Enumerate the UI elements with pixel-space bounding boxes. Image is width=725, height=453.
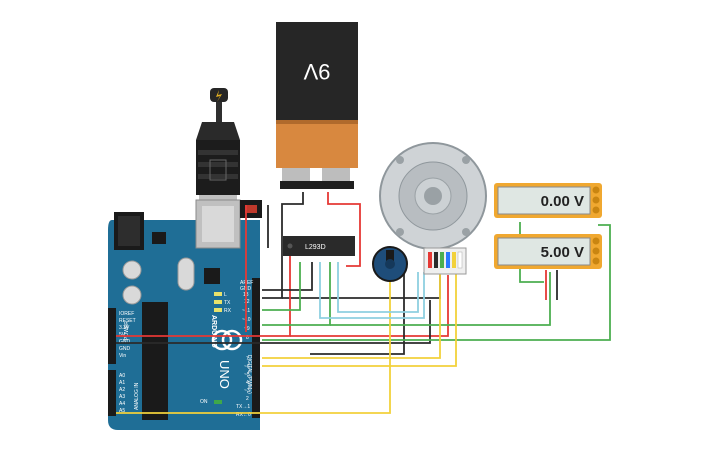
pin-label: 8 [246,335,249,341]
multimeter-2[interactable] [494,234,602,269]
wire-green [262,262,301,311]
meter-2-reading: 5.00 V [541,244,584,261]
voltage-regulator [152,232,166,244]
pin-label: A2 [119,387,125,393]
pin-label: 5V [119,332,126,338]
arduino-logo [211,329,233,351]
pin-label: 7 [246,356,249,362]
wire-black [262,262,313,291]
pin-label: TX→1 [236,404,250,410]
pin-label: RX←0 [236,412,251,418]
led-rx [214,308,222,312]
power-header-label: POWER [124,321,130,340]
wire-cyan [337,262,419,313]
driver-chip-label: L293D [305,244,326,251]
pin-label: ~6 [244,364,250,370]
on-label: ON [200,399,208,405]
wire-red [327,192,361,267]
wire-yellow [116,280,391,414]
usb-icon [209,159,227,181]
pin-label: A0 [119,373,125,379]
atmega-chip [142,302,168,420]
pin-label: ~9 [244,326,250,332]
wire-black [116,300,431,344]
battery-9v[interactable] [276,22,358,189]
multimeter-1[interactable] [494,183,602,218]
usb-chip [204,268,220,284]
arduino-model: UNO [217,360,232,389]
pin-label: A1 [119,380,125,386]
pin-label: A5 [119,408,125,414]
led-label-l: L [224,292,227,298]
usb-cable [196,88,240,207]
crystal [177,257,195,291]
arduino-board [108,199,262,430]
wire-black [282,275,441,299]
arduino-brand: ARDUINO [210,315,217,348]
pin-label: 4 [246,380,249,386]
digital-header-label: DIGITAL (PWM~) [246,355,252,394]
battery-terminal [322,168,350,182]
digital-header [252,278,260,418]
led-tx [214,300,222,304]
led-label-rx: RX [224,308,232,314]
capacitor [122,260,142,280]
lightning-icon [216,90,222,102]
meter-1-reading: 0.00 V [541,193,584,210]
pin-label: IOREF [119,311,134,317]
pin-label: A4 [119,401,125,407]
pin-label: ~5 [244,372,250,378]
battery-terminal [282,168,310,182]
wire-red [290,275,449,337]
pin-label: 2 [246,396,249,402]
capacitor [122,285,142,305]
pin-label: Vin [119,353,126,359]
battery-label: 9V [303,59,330,84]
battery-clip [280,181,354,189]
potentiometer[interactable] [372,246,408,282]
wire-yellow [262,272,457,367]
meter-knob-icon [592,186,600,194]
led-on [214,400,222,404]
wire-cyan [319,262,425,319]
led-label-tx: TX [224,300,231,306]
meter-knob-icon [592,237,600,245]
dc-motor[interactable] [379,142,487,275]
wire-black [310,272,405,355]
pin-label: GND [119,346,131,352]
pin-label: GND [119,339,131,345]
wires[interactable] [116,190,611,414]
analog-header [108,370,116,416]
power-header [108,308,116,364]
wire-black [262,192,304,299]
pin-label: ~3 [244,388,250,394]
wire-yellow [262,272,441,359]
wire-green [330,272,551,326]
wire-green [262,224,611,341]
pin-label: RESET [119,318,136,324]
pin-label: 3.3V [119,325,130,331]
pin-label: A3 [119,394,125,400]
led-l [214,292,222,296]
analog-header-label: ANALOG IN [134,382,140,410]
l293d-chip[interactable] [283,236,355,256]
